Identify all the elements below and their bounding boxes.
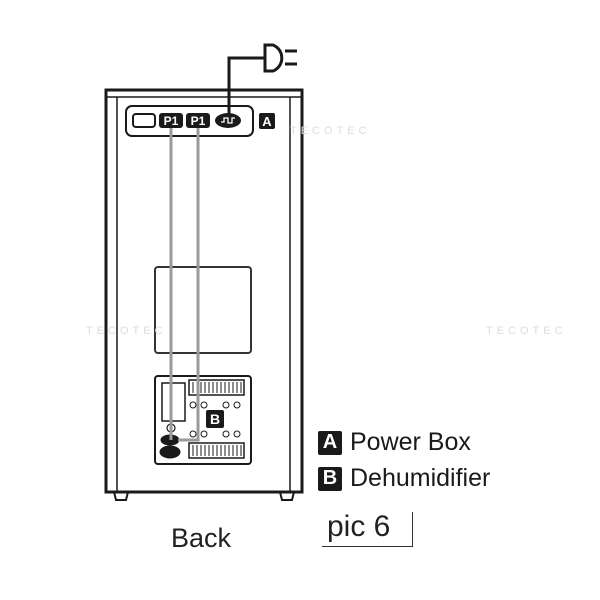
legend-label: Power Box [350,428,471,456]
legend-item-dehumidifier: B Dehumidifier [318,464,490,493]
dehumidifier-unit [154,375,252,465]
marker-a: A [262,114,272,129]
marker-b-icon: B [318,466,342,491]
cabinet-foot-left [113,491,129,501]
view-label: Back [171,523,232,553]
port-p1-right: P1 [191,114,206,128]
power-box-panel: P1 P1 A [125,105,275,137]
watermark: TECOTEC [86,325,167,337]
cables [169,128,200,442]
port-p1-left: P1 [164,114,179,128]
legend-item-power-box: A Power Box [318,428,471,457]
figure-label-frame [322,512,413,547]
cabinet-foot-right [279,491,295,501]
power-plug-icon [227,43,297,114]
legend-label: Dehumidifier [350,464,491,492]
marker-a-icon: A [318,430,342,455]
watermark: TECOTEC [290,125,371,137]
access-panel [154,266,252,354]
cabinet-body [104,88,304,494]
marker-b: B [210,411,220,427]
figure-label: pic 6 [327,510,391,543]
watermark: TECOTEC [486,325,567,337]
